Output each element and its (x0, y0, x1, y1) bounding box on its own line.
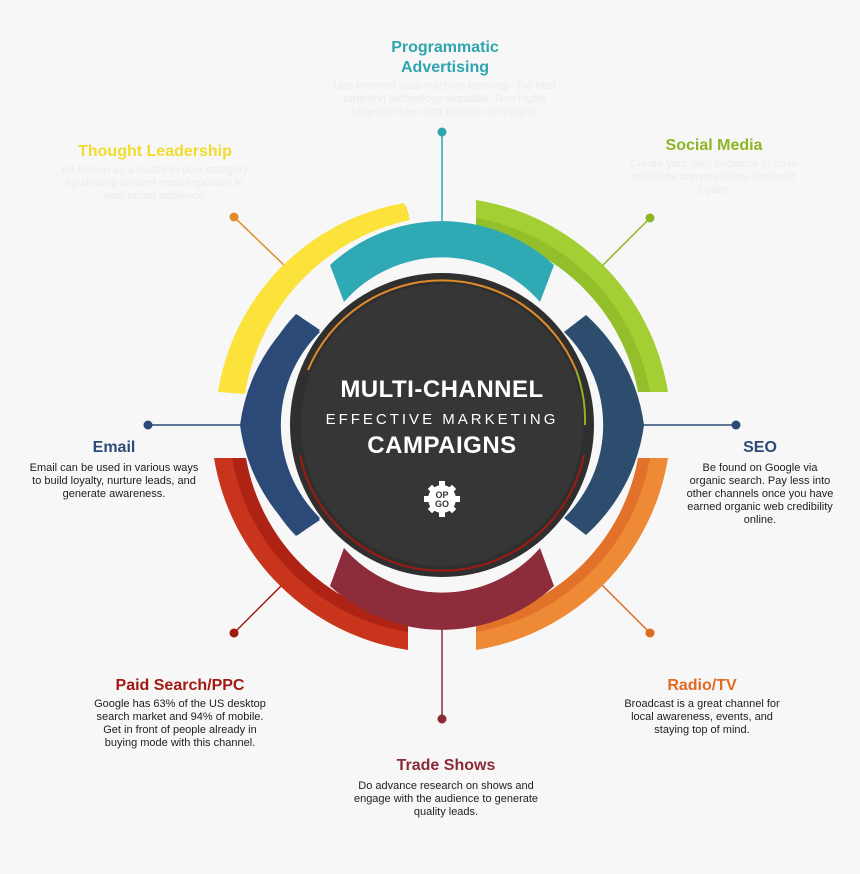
paid-search-description: Google has 63% of the US desktop search … (94, 698, 266, 749)
trade-shows-description: Do advance research on shows and engage … (353, 780, 539, 818)
center-line-3: CAMPAIGNS (367, 432, 517, 459)
seo-dot (731, 420, 741, 430)
radio-leader (599, 582, 651, 634)
seo-title: SEO (743, 439, 777, 456)
social-media-title: Social Media (665, 137, 763, 154)
thought-leadership-description: Be known as a leader in your category by… (61, 164, 249, 202)
inner-accent-arc-top (307, 279, 577, 371)
programmatic-dot (437, 127, 447, 137)
email-block: Email Email can be used in various ways … (26, 438, 202, 501)
social-media-band (476, 200, 668, 392)
programmatic-block: Programmatic Advertising Use inherent da… (330, 38, 560, 119)
trade-shows-title: Trade Shows (396, 757, 496, 774)
center-line-2: EFFECTIVE MARKETING (325, 411, 559, 428)
trade-shows-segment (330, 548, 554, 630)
radio-tv-segment (476, 458, 663, 644)
email-description: Email can be used in various ways to bui… (29, 462, 199, 500)
radio-tv-description: Broadcast is a great channel for local a… (624, 698, 780, 736)
social-media-block: Social Media Create your own audience to… (620, 136, 808, 197)
trade-dot (437, 714, 447, 724)
trade-shows-block: Trade Shows Do advance research on shows… (350, 756, 542, 819)
paid-search-band (214, 458, 408, 650)
radio-tv-band (476, 458, 668, 650)
thought-leadership-title: Thought Leadership (78, 143, 232, 160)
seo-band (564, 315, 644, 535)
programmatic-title-1: Programmatic (391, 39, 499, 56)
programmatic-title-2: Advertising (400, 59, 489, 76)
paid-search-block: Paid Search/PPC Google has 63% of the US… (92, 676, 268, 750)
inner-accent-arc-right (575, 369, 587, 426)
social-dot (645, 213, 655, 223)
radio-tv-title: Radio/TV (667, 677, 737, 694)
email-band (240, 315, 320, 535)
thought-leadership-band (218, 203, 410, 394)
radio-tv-block: Radio/TV Broadcast is a great channel fo… (618, 676, 786, 737)
center-disk (301, 284, 583, 566)
center-title: MULTI-CHANNEL EFFECTIVE MARKETING CAMPAI… (300, 376, 584, 460)
paid-search-title: Paid Search/PPC (115, 677, 245, 694)
radio-dot (645, 628, 655, 638)
ppc-leader (233, 582, 285, 634)
ppc-dot (229, 628, 239, 638)
social-leader (599, 217, 651, 269)
center-line-1: MULTI-CHANNEL (340, 376, 544, 403)
inner-accent-arc-bottom (299, 454, 585, 572)
thought-leadership-block: Thought Leadership Be known as a leader … (60, 142, 250, 203)
seo-description: Be found on Google via organic search. P… (686, 462, 834, 526)
social-media-description: Create your own audience to have authent… (630, 158, 798, 196)
logo-bottom-text: GO (435, 499, 449, 509)
logo-top-text: OP (435, 490, 448, 500)
programmatic-description: Use inherent data machine learning - the… (333, 80, 557, 118)
paid-search-segment (221, 458, 408, 644)
email-title: Email (92, 439, 136, 456)
programmatic-segment (330, 221, 554, 302)
seo-block: SEO Be found on Google via organic searc… (686, 438, 834, 527)
social-media-segment (476, 206, 663, 392)
email-dot (143, 420, 153, 430)
thought-dot (229, 212, 239, 222)
thought-leader (233, 216, 287, 268)
opgo-logo: OP GO (424, 481, 460, 517)
